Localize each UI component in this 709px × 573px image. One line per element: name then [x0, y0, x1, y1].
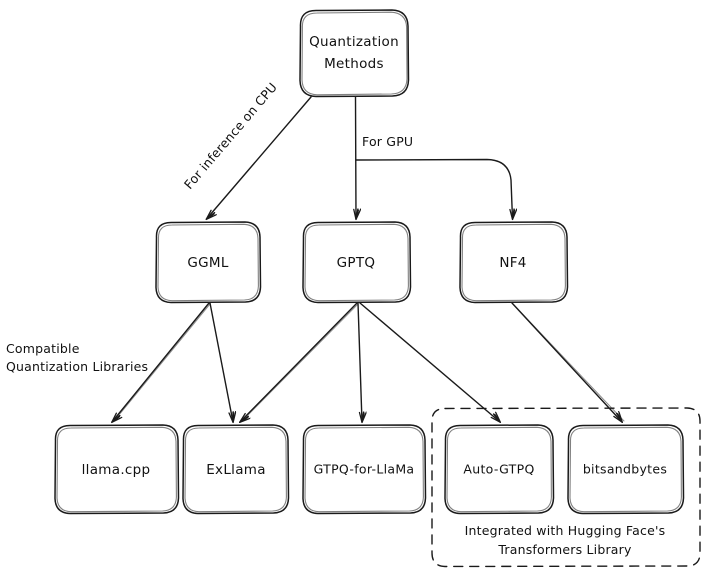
- node-gptq[interactable]: GPTQ: [302, 221, 412, 304]
- exllama-node-shape: [182, 424, 290, 515]
- root-node-label-line1: Quantization: [309, 34, 399, 50]
- root-node-label-line2: Methods: [324, 56, 384, 72]
- gptq-for-llama-node-label: GTPQ-for-LlaMa: [314, 462, 415, 477]
- edge-root-to-ggml: [207, 96, 312, 219]
- annotation-line2: Quantization Libraries: [6, 359, 148, 374]
- node-exllama[interactable]: ExLlama: [182, 424, 290, 515]
- edge-gptq-to-gptq-for-llama: [357, 302, 362, 422]
- node-gptq-for-llama[interactable]: GTPQ-for-LlaMa: [302, 424, 427, 515]
- auto-gptq-node-shape: [444, 424, 555, 515]
- exllama-node-sketch-overlay: [184, 426, 287, 513]
- bitsandbytes-node-sketch-overlay: [569, 426, 682, 513]
- auto-gptq-node-label: Auto-GTPQ: [463, 462, 534, 477]
- group-box-outline: [431, 407, 701, 568]
- root-node-shape: [299, 9, 410, 98]
- edge-label-for-inference-on-cpu: For inference on CPU: [181, 80, 280, 192]
- node-quantization-methods[interactable]: Quantization Methods: [299, 9, 410, 98]
- node-llama-cpp[interactable]: llama.cpp: [54, 424, 180, 515]
- edge-ggml-to-llamacpp: [112, 302, 210, 422]
- gptq-for-llama-node-shape: [302, 424, 427, 515]
- group-caption-line2: Transformers Library: [497, 542, 632, 557]
- node-bitsandbytes[interactable]: bitsandbytes: [567, 424, 685, 515]
- bitsandbytes-node-shape: [567, 424, 685, 515]
- auto-gptq-node-sketch-overlay: [446, 426, 552, 513]
- edge-root-to-nf4: [355, 158, 513, 220]
- gptq-for-llama-node-sketch-overlay: [304, 426, 424, 513]
- ggml-node-sketch-overlay: [157, 223, 259, 302]
- group-caption-line1: Integrated with Hugging Face's: [465, 523, 666, 538]
- edge-gptq-to-exllama: [240, 302, 358, 422]
- nf4-node-label: NF4: [499, 255, 526, 271]
- edge-ggml-to-llamacpp-sketch: [113, 303, 211, 422]
- annotation-line1: Compatible: [6, 341, 80, 356]
- llamacpp-node-label: llama.cpp: [82, 462, 151, 478]
- ggml-node-label: GGML: [187, 255, 228, 271]
- edge-label-cpu-group: For inference on CPU: [181, 80, 280, 192]
- edge-nf4-to-bitsandbytes-sketch: [512, 303, 625, 422]
- nf4-node-sketch-overlay: [461, 223, 566, 302]
- node-nf4[interactable]: NF4: [459, 221, 569, 304]
- ggml-node-shape: [155, 221, 262, 304]
- edge-gptq-to-exllama-sketch: [241, 303, 359, 422]
- node-ggml[interactable]: GGML: [155, 221, 262, 304]
- nf4-node-shape: [459, 221, 569, 304]
- llamacpp-node-sketch-overlay: [56, 426, 177, 513]
- gptq-node-shape: [302, 221, 412, 304]
- edge-root-to-gptq: [356, 96, 357, 219]
- gptq-node-sketch-overlay: [304, 223, 409, 302]
- root-node-sketch-overlay: [301, 11, 408, 96]
- llamacpp-node-shape: [54, 424, 180, 515]
- annotation-compatible-libraries: Compatible Quantization Libraries: [6, 341, 148, 374]
- edge-gptq-to-auto-gptq: [359, 302, 500, 422]
- node-auto-gptq[interactable]: Auto-GTPQ: [444, 424, 555, 515]
- bitsandbytes-node-label: bitsandbytes: [583, 462, 667, 477]
- edge-label-for-gpu: For GPU: [362, 134, 413, 149]
- exllama-node-label: ExLlama: [206, 462, 266, 478]
- group-huggingface-transformers: Integrated with Hugging Face's Transform…: [431, 407, 701, 568]
- gptq-node-label: GPTQ: [337, 255, 376, 271]
- edge-ggml-to-exllama: [209, 302, 233, 422]
